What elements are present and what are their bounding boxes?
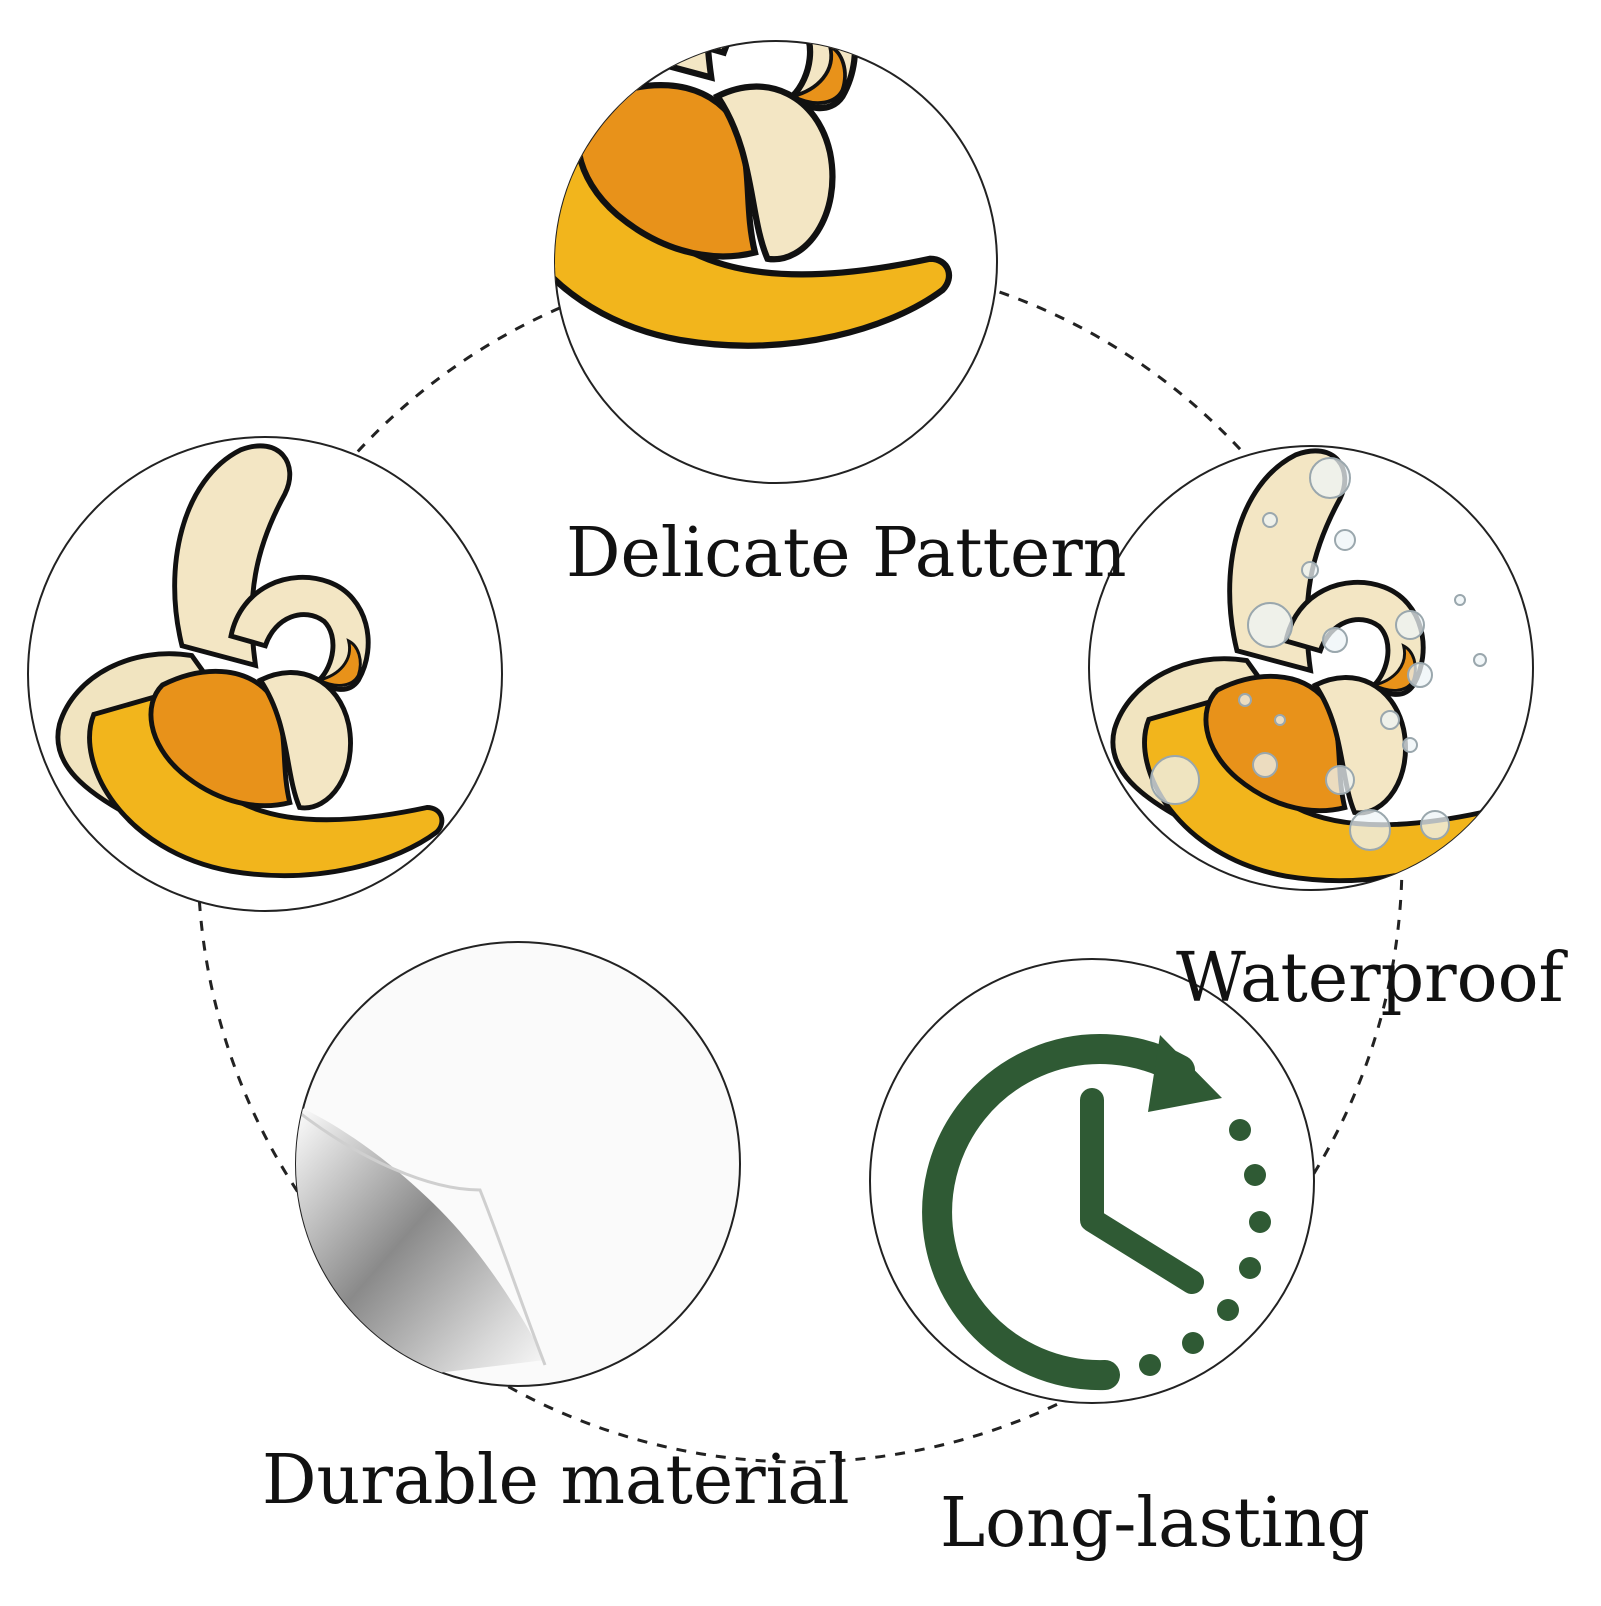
long-lasting-label: Long-lasting [940, 1484, 1370, 1563]
waterproof-label: Waterproof [1176, 939, 1564, 1018]
water-drops-icon [1150, 457, 1487, 851]
delicate-pattern-label: Delicate Pattern [566, 514, 1127, 593]
durable-material-circle [295, 941, 741, 1387]
clock-arrow-icon [922, 1034, 1271, 1391]
long-lasting-circle [869, 958, 1315, 1404]
banana-water-drops-icon [1113, 451, 1497, 881]
banana-sticker-circle [27, 436, 503, 912]
waterproof-circle [1088, 445, 1534, 891]
durable-material-label: Durable material [262, 1441, 850, 1520]
delicate-pattern-circle [554, 40, 998, 484]
